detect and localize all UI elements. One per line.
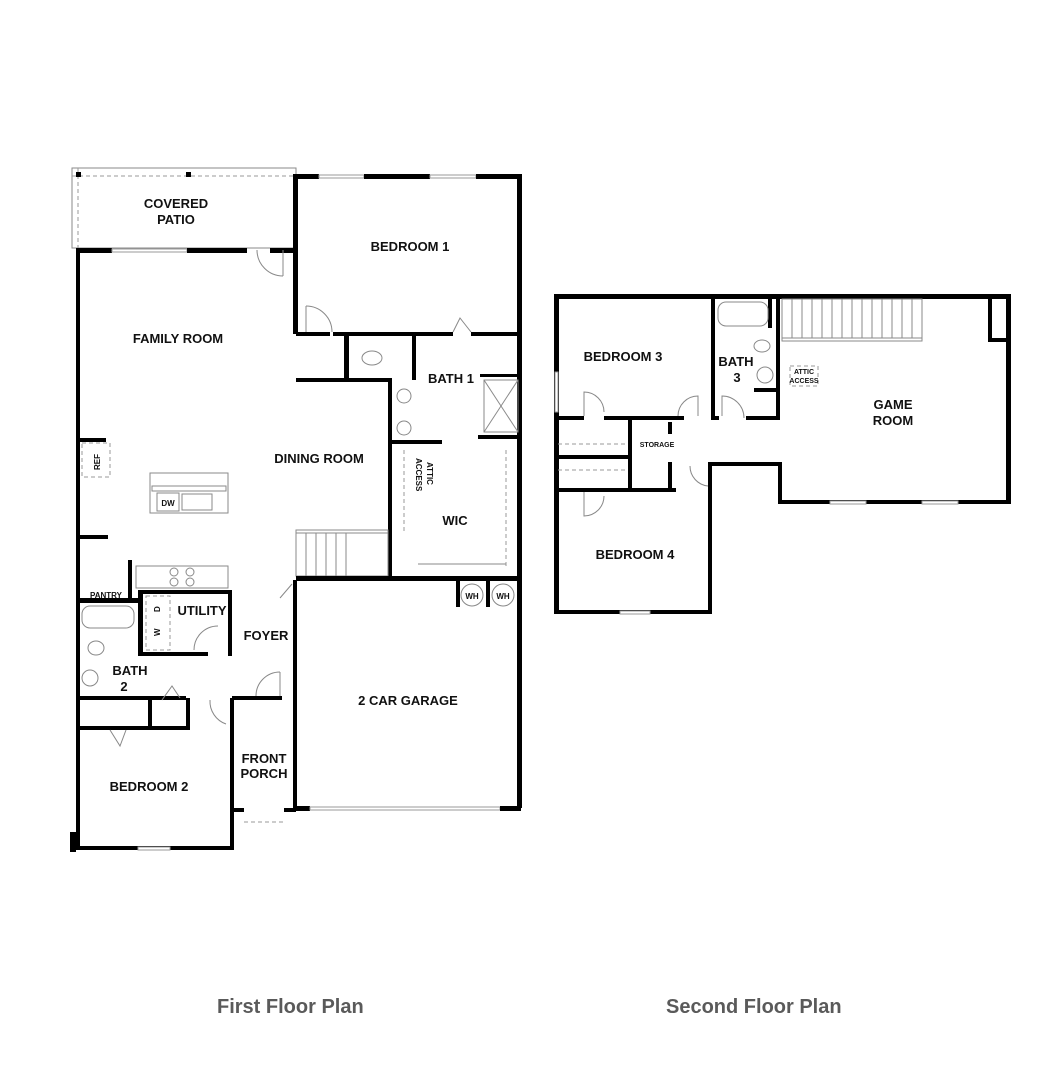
room-label-covered-patio: COVERED <box>144 196 208 211</box>
first-floor-plan: COVERED PATIO BEDROOM 1 FAMILY ROOM BATH… <box>70 167 522 852</box>
refrigerator-outline <box>81 442 111 478</box>
room-label-bath-3: BATH <box>718 354 753 369</box>
label-washer: W <box>153 628 162 636</box>
kitchen-island <box>149 472 229 514</box>
patio-post <box>186 172 191 177</box>
room-label-bedroom-2: BEDROOM 2 <box>110 779 189 794</box>
room-label-family-room: FAMILY ROOM <box>133 331 223 346</box>
label-attic-access: ACCESS <box>414 458 423 492</box>
room-label-bath-3: 3 <box>733 370 740 385</box>
room-label-storage: STORAGE <box>640 442 675 449</box>
room-label-wic: WIC <box>442 513 468 528</box>
room-label-bedroom-1: BEDROOM 1 <box>371 239 450 254</box>
label-attic-access: ACCESS <box>789 378 819 385</box>
second-floor-caption: Second Floor Plan <box>666 996 842 1018</box>
label-attic-access: ATTIC <box>425 462 434 485</box>
room-label-pantry: PANTRY <box>90 591 123 600</box>
patio-post <box>76 172 81 177</box>
label-dishwasher: DW <box>161 499 175 508</box>
label-water-heater: WH <box>496 592 510 601</box>
second-floor-plan: BEDROOM 3 BATH 3 ATTIC ACCESS GAME ROOM … <box>554 294 1011 615</box>
room-label-utility: UTILITY <box>177 603 226 618</box>
room-label-front-porch: FRONT <box>242 751 287 766</box>
room-label-front-porch: PORCH <box>241 766 288 781</box>
first-floor-caption: First Floor Plan <box>217 996 364 1018</box>
room-label-game-room: ROOM <box>873 413 913 428</box>
room-label-bath-2: BATH <box>112 663 147 678</box>
label-water-heater: WH <box>465 592 479 601</box>
room-label-dining-room: DINING ROOM <box>274 451 364 466</box>
room-label-bedroom-4: BEDROOM 4 <box>596 547 676 562</box>
room-label-covered-patio: PATIO <box>157 212 195 227</box>
label-dryer: D <box>153 606 162 612</box>
room-label-garage: 2 CAR GARAGE <box>358 693 458 708</box>
label-refrigerator: REF <box>93 454 102 470</box>
label-attic-access: ATTIC <box>794 369 814 376</box>
room-label-bedroom-3: BEDROOM 3 <box>584 349 663 364</box>
room-label-foyer: FOYER <box>244 628 289 643</box>
room-label-game-room: GAME <box>874 397 913 412</box>
room-label-bath-2: 2 <box>120 679 127 694</box>
room-label-bath-1: BATH 1 <box>428 371 474 386</box>
